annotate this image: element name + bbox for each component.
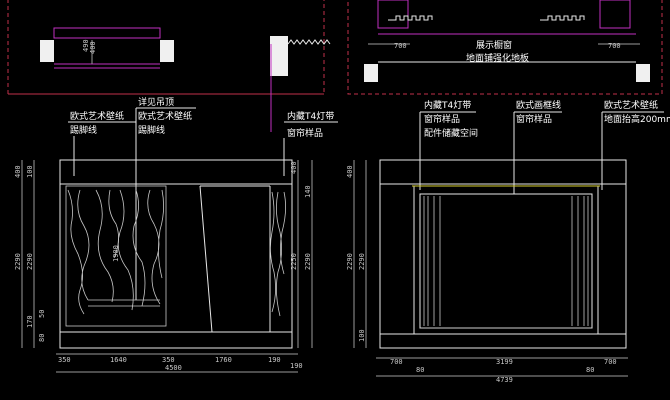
right-curtain-l [423,196,441,326]
dim-b-190b: 190 [290,362,303,370]
label-floor: 地面铺强化地板 [466,52,529,64]
label-skirting-1: 踢脚线 [70,124,97,136]
dim-rb-700b: 700 [604,358,617,366]
dim-curtain-1900: 1900 [112,245,120,262]
left-door-edge [199,185,213,333]
dim-left-2290b: 2290 [26,253,34,270]
plan-dashed-box-right [347,0,663,95]
dim-left-80: 80 [38,334,46,342]
plan-curtain-pattern-l [388,15,433,21]
label-wallpaper-2: 欧式艺术壁纸 [138,110,192,122]
right-elevation: 内藏T4灯带 窗帘样品 配件储藏空间 欧式画框线 窗帘样品 欧式艺术壁纸 地面抬… [346,99,670,384]
dim-b-1760: 1760 [215,356,232,364]
plan-ceiling-frame [53,27,161,39]
dim-r-2290b: 2290 [358,253,366,270]
dim-b-350a: 350 [58,356,71,364]
right-wall-outline [379,159,627,349]
dim-b-350b: 350 [162,356,175,364]
label-see-ceiling: 详见吊顶 [138,96,174,108]
plan-column-r2 [636,64,650,82]
plan-window-frame-l [377,0,409,29]
label-r-raise: 地面抬高200mm [604,113,670,125]
dim-mid-2290: 2290 [304,253,312,270]
plan-curtain-pattern-r [540,15,585,21]
plan-dim-left-2: 400 [89,41,97,54]
dim-rb-700a: 700 [390,358,403,366]
dim-left-2290a: 2290 [14,253,22,270]
dim-rb-total: 4739 [496,376,513,384]
left-curtain-drape-r [117,189,164,311]
dim-left-400: 400 [14,165,22,178]
dim-left-100: 100 [26,165,34,178]
plan-column-1 [40,40,54,62]
dim-r-400: 400 [346,165,354,178]
left-curtain-frame [65,185,167,327]
top-plan-right: 700 700 展示橱窗 地面铺强化地板 [347,0,663,95]
dim-rb-80a: 80 [416,366,424,374]
left-elevation: 详见吊顶 欧式艺术壁纸 欧式艺术壁纸 踢脚线 踢脚线 内藏T4灯带 窗帘样品 4… [14,96,338,373]
dim-r-2290a: 2290 [346,253,354,270]
dim-rb-3199: 3199 [496,358,513,366]
left-side-curtain [270,191,286,317]
dim-mid-2250: 2250 [290,253,298,270]
right-window-inner [419,193,593,329]
label-curtain-sample: 窗帘样品 [287,127,323,139]
label-skirting-2: 踢脚线 [138,124,165,136]
label-t4-light: 内藏T4灯带 [287,110,334,122]
plan-dim-700-r: 700 [608,42,621,50]
plan-window-frame-r [599,0,631,29]
plan-column-2 [160,40,174,62]
dim-b-total: 4500 [165,364,182,372]
plan-column-r1 [364,64,378,82]
left-curtain-drape-l [67,189,119,315]
plan-curtain-spring [287,39,331,45]
label-r-curtain: 窗帘样品 [424,113,460,125]
dim-b-1640: 1640 [110,356,127,364]
label-r-curtain-2: 窗帘样品 [516,113,552,125]
plan-dim-left: 490 [82,39,90,52]
dim-left-50: 50 [38,310,46,318]
plan-column-3 [270,36,288,76]
label-r-wallpaper: 欧式艺术壁纸 [604,99,658,111]
dim-r-100: 100 [358,329,366,342]
dim-mid-140: 140 [304,185,312,198]
plan-dim-700-l: 700 [394,42,407,50]
dim-left-170: 170 [26,315,34,328]
label-r-storage: 配件储藏空间 [424,127,478,139]
left-wall-outline [59,159,293,349]
label-wallpaper-1: 欧式艺术壁纸 [70,110,124,122]
dim-mid-400: 400 [290,161,298,174]
label-display-window: 展示橱窗 [476,39,512,51]
dim-rb-80b: 80 [586,366,594,374]
label-r-t4: 内藏T4灯带 [424,99,471,111]
dim-b-190a: 190 [268,356,281,364]
label-r-frame: 欧式画框线 [516,99,561,111]
right-curtain-r [571,196,589,326]
right-window-frame [413,185,599,335]
top-plan-strip: 490 400 [7,0,331,132]
